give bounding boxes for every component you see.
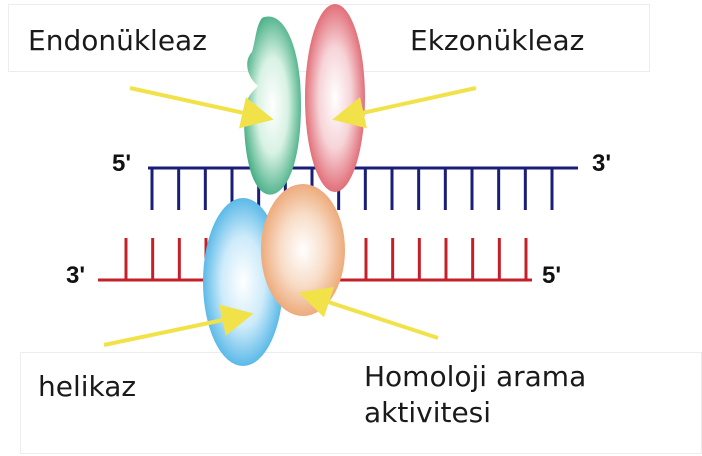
bottom-strand-5-prime-label: 5' — [542, 262, 562, 289]
top-strand-3-prime-label: 3' — [592, 150, 612, 177]
helicase-label: helikaz — [38, 370, 137, 403]
arrow-exonuclease — [332, 86, 477, 129]
endonuclease-shape — [244, 16, 301, 195]
bottom-panel — [20, 352, 702, 454]
homology-search-label-line1: Homoloji arama — [364, 360, 587, 393]
homology-search-shape — [261, 184, 345, 316]
arrow-endonuclease — [129, 86, 274, 129]
top-strand — [148, 166, 578, 210]
homology-search-label-line2: aktivitesi — [364, 396, 492, 429]
arrow-homology-search — [298, 287, 439, 340]
exonuclease-shape — [305, 4, 365, 192]
exonuclease-label: Ekzonükleaz — [410, 24, 585, 57]
bottom-strand-3-prime-label: 3' — [66, 262, 86, 289]
endonuclease-label: Endonükleaz — [28, 24, 207, 57]
top-strand-5-prime-label: 5' — [112, 150, 132, 177]
arrow-helicase — [103, 304, 254, 347]
